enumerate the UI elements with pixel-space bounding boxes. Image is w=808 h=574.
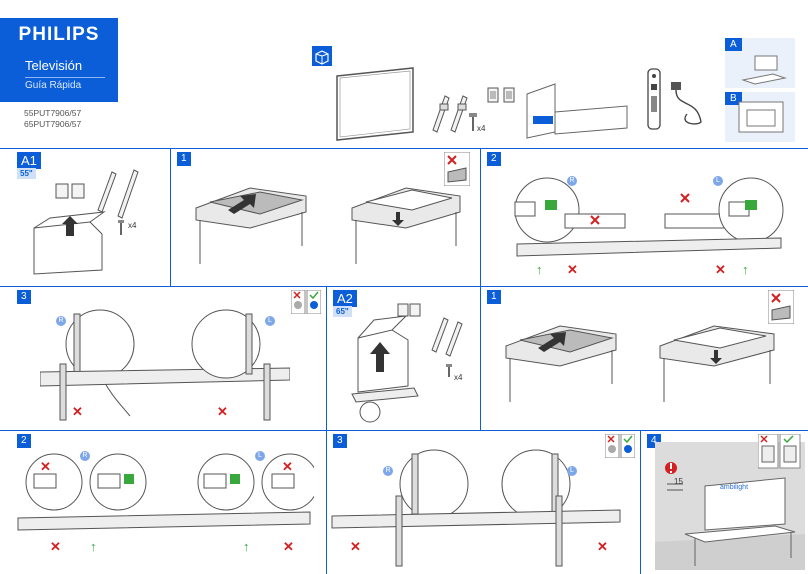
cross-icon: ✕ [715,262,726,277]
tv-screen-icon [335,66,417,142]
step2-65-illustration [14,448,314,538]
section-a1-badge: A1 [17,152,41,169]
variant-a-panel: A [725,38,795,88]
model-list: 55PUT7906/57 65PUT7906/57 [24,108,81,130]
tv-box-icon [312,46,332,66]
divider-row2 [0,286,808,287]
no-carpet-warning-icon [768,290,794,324]
cross-icon: ✕ [283,539,294,554]
divider-v4 [480,286,481,430]
philips-logo: PHILIPS [18,24,100,45]
section-a2-badge: A2 [333,290,357,307]
title-divider [25,77,105,78]
divider-v6 [640,430,641,574]
section-a2-size: 65" [333,306,352,317]
side-right-label: R [567,176,577,186]
guide-title: Guía Rápida [25,80,82,91]
arrow-up-icon: ↑ [742,262,749,277]
no-carpet-warning-icon [444,152,470,186]
variant-b-label: B [725,92,742,105]
product-title: Televisión [25,58,83,73]
manual-icon [525,82,630,140]
screw-icon [468,112,478,132]
cross-icon: ✕ [597,539,608,554]
a2-box-illustration [348,300,478,424]
step3-screw-illustration [40,304,290,424]
model-65: 65PUT7906/57 [24,119,82,129]
stand-legs-icon [427,90,473,134]
ambilight-label: ambilight [720,484,749,491]
place-tv-on-table-65 [500,310,790,410]
side-right-label: R [80,451,90,461]
divider-row3 [0,430,808,431]
side-right-label: R [383,466,393,476]
section-a1-size: 55" [17,168,36,179]
remote-icon [646,68,662,130]
side-left-label: L [255,451,265,461]
step3-65-badge: 3 [333,434,347,448]
side-left-label: L [713,176,723,186]
arrow-up-icon: ↑ [243,539,250,554]
arrow-up-icon: ↑ [90,539,97,554]
step1-65-badge: 1 [487,290,501,304]
divider-v5 [326,430,327,574]
cross-icon: ✕ [282,459,293,474]
step3-65-illustration [330,440,630,568]
step3-badge: 3 [17,290,31,304]
screw-count: x4 [477,124,486,133]
variant-b-panel: B [725,92,795,142]
divider-v3 [326,286,327,430]
arrow-up-icon: ↑ [536,262,543,277]
step4-room-illustration [655,434,805,570]
step2-65-badge: 2 [17,434,31,448]
bracket-icon [487,86,517,104]
cross-icon: ✕ [50,539,61,554]
a1-screw-count: x4 [128,221,137,230]
wall-distance: 15 [674,477,683,486]
step2-badge: 2 [487,152,501,166]
divider-v2 [480,148,481,286]
side-right-label: R [56,316,66,326]
cross-icon: ✕ [567,262,578,277]
screw-type-icon [605,434,635,458]
variant-a-label: A [725,38,742,51]
side-left-label: L [567,466,577,476]
brand-block: PHILIPS Televisión Guía Rápida [0,18,118,102]
divider-v1 [170,148,171,286]
step2-rear-illustration [505,174,795,274]
divider-row1 [0,148,808,149]
variant-icons [758,434,802,470]
cross-icon: ✕ [72,404,83,419]
step1-badge: 1 [177,152,191,166]
cross-icon: ✕ [217,404,228,419]
power-cord-icon [667,78,707,128]
a2-screw-count: x4 [454,373,463,382]
place-tv-on-table [190,172,470,272]
cross-icon: ✕ [40,459,51,474]
screw-type-icon [291,290,321,314]
model-55: 55PUT7906/57 [24,108,82,118]
cross-icon: ✕ [350,539,361,554]
side-left-label: L [265,316,275,326]
a1-box-illustration [30,162,170,280]
